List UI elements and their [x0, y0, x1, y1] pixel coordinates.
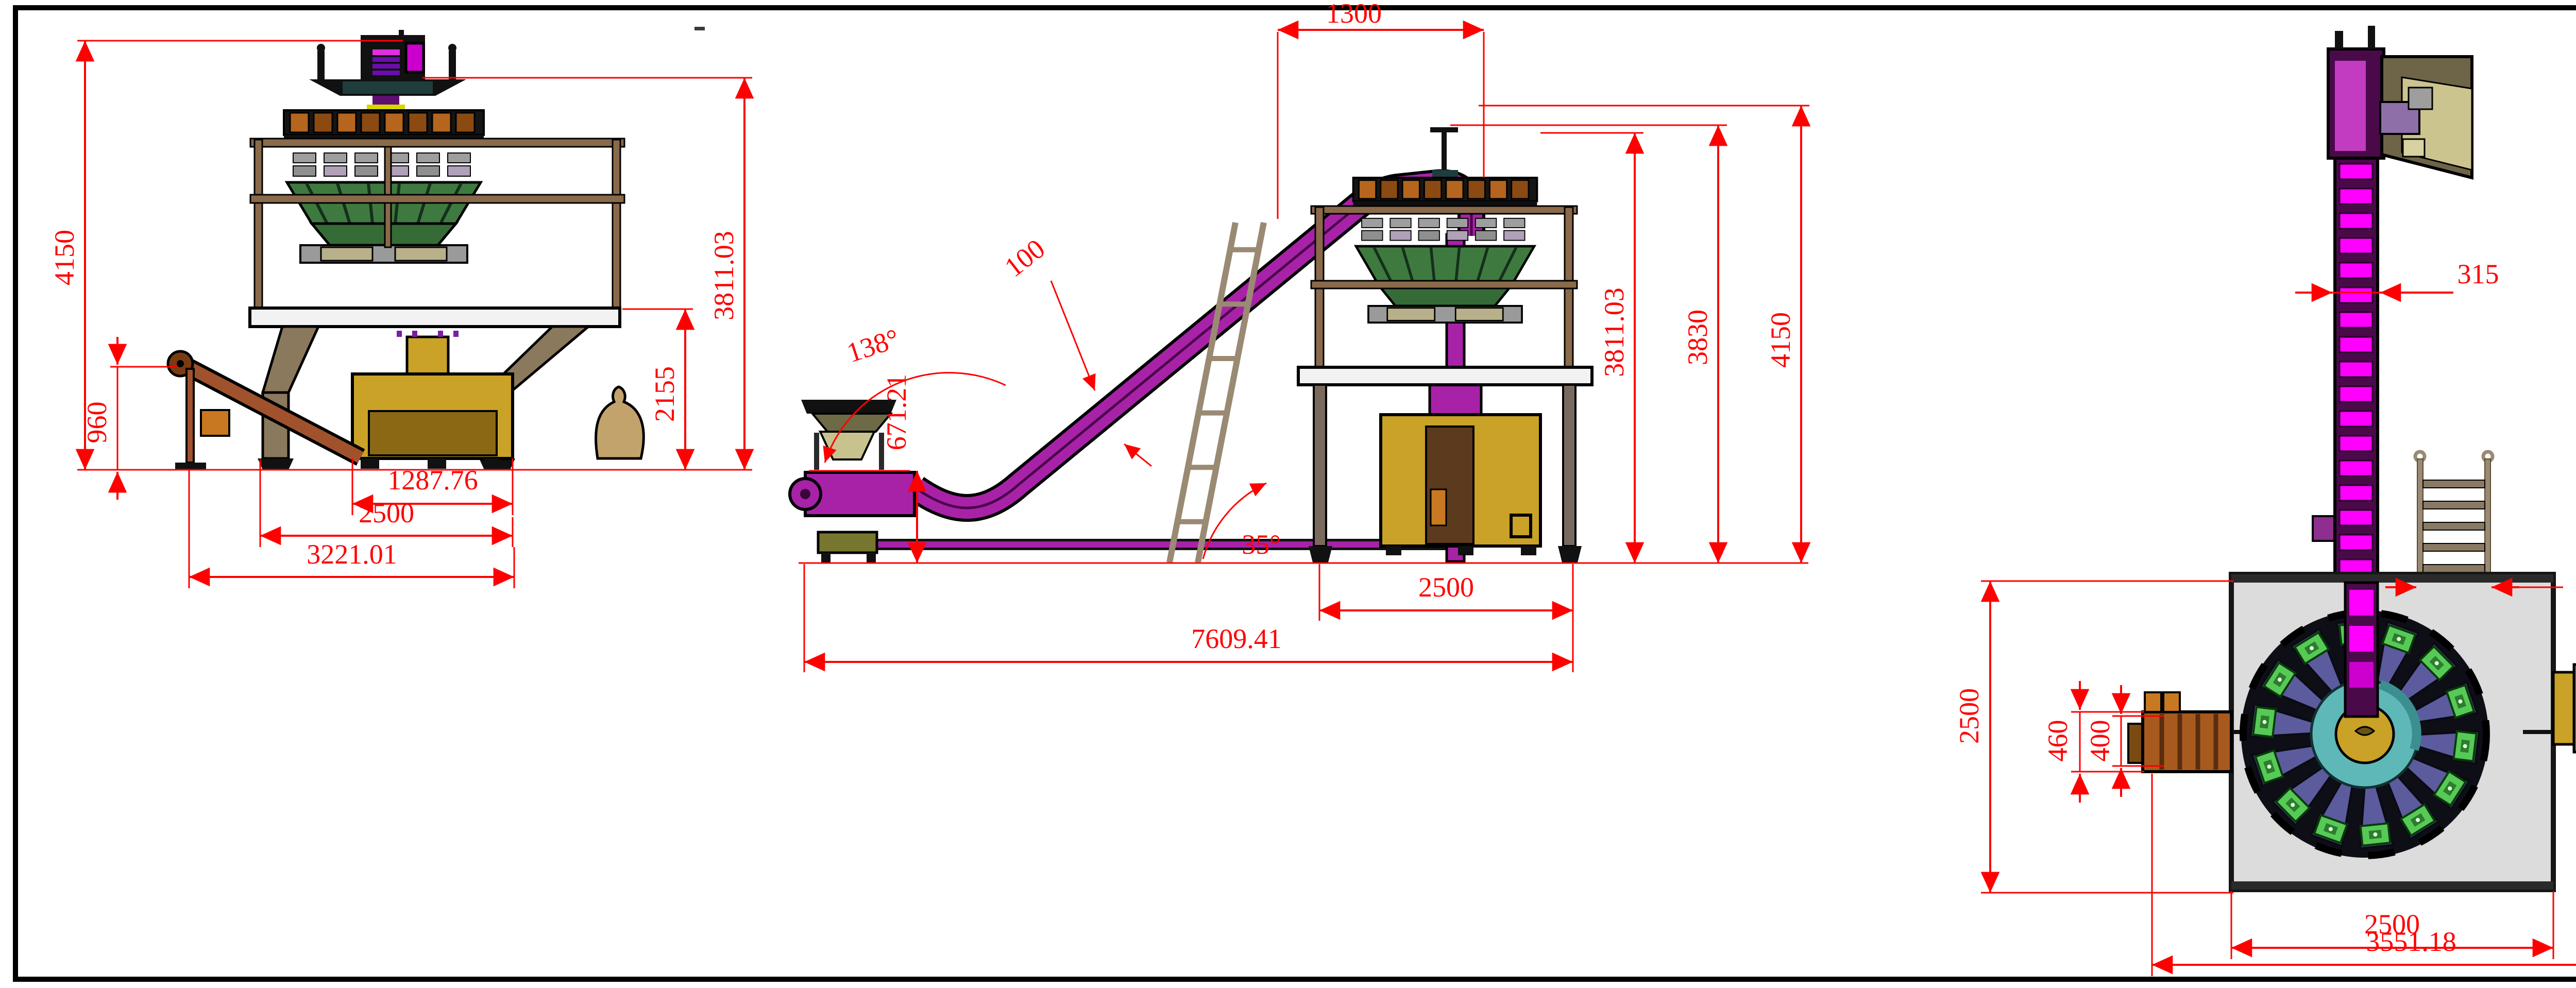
bag [595, 385, 645, 460]
stray-mark [694, 27, 705, 30]
plan-dimensions: 315 630 2500 460 400 2500 3551.18 [1954, 259, 2576, 976]
drawing-frame [13, 5, 2576, 982]
access-ladder-side [1166, 222, 1267, 564]
front-machine [166, 30, 645, 470]
frame-top-rail [249, 138, 625, 148]
dim-total-height-side: 4150 [1765, 312, 1796, 368]
dim-infeed-drop: 671.21 [881, 374, 912, 451]
dim-elevator-width: 315 [2458, 259, 2499, 289]
plan-view: 315 630 2500 460 400 2500 3551.18 [1954, 26, 2576, 976]
bagger-cabinet-front [351, 331, 514, 469]
dim-frame-width-side: 2500 [1418, 572, 1474, 603]
dim-conveyor-outer: 460 [2042, 720, 2073, 762]
dim-total-height-front: 4150 [49, 230, 80, 285]
multihead-weigher-side [1353, 178, 1537, 322]
dim-frame-width-front: 2500 [359, 498, 414, 529]
dim-conveyor-inner: 400 [2084, 720, 2115, 762]
wall-ladder [2413, 450, 2495, 576]
dim-infeed-height: 960 [81, 402, 112, 444]
dim-total-length: 7609.41 [1191, 623, 1282, 654]
motor-box [404, 42, 425, 74]
dim-bagger-width: 1287.76 [387, 465, 478, 496]
multihead-weigher-front [284, 110, 484, 263]
dim-total-width-front: 3221.01 [307, 539, 397, 570]
side-view: 1300 100 138° 671.21 35° 3811.03 3830 41… [788, 0, 1811, 672]
rotary-weigher-top [2240, 609, 2490, 859]
dim-hopper-angle: 138° [843, 322, 903, 368]
dim-machine-height-front: 3811.03 [708, 231, 739, 320]
plan-discharge-right [2552, 663, 2576, 754]
infeed-conveyor-front [166, 350, 365, 470]
platform-side [1297, 366, 1594, 386]
front-view: 4150 960 3811.03 2155 1287.76 2500 3221.… [49, 30, 754, 588]
dim-total-width-plan: 3551.18 [2366, 926, 2456, 957]
dim-machine-height-side: 3811.03 [1599, 287, 1630, 377]
plan-infeed-conveyor [2127, 691, 2233, 773]
dim-discharge-offset: 1300 [1326, 0, 1382, 29]
side-machine [788, 127, 1594, 564]
dim-platform-width: 2500 [2364, 909, 2420, 940]
front-dimensions: 4150 960 3811.03 2155 1287.76 2500 3221.… [49, 40, 754, 588]
side-dimensions: 1300 100 138° 671.21 35° 3811.03 3830 41… [799, 0, 1811, 672]
dim-incline-angle: 35° [1242, 529, 1281, 560]
bagger-cabinet-side [1379, 413, 1542, 555]
feed-tube-top [2344, 581, 2379, 718]
dim-platform-height: 2155 [649, 366, 680, 422]
platform-front [248, 306, 621, 328]
dim-discharge-height: 3830 [1682, 310, 1713, 365]
dim-platform-depth: 2500 [1954, 688, 1985, 744]
dim-belt-width: 100 [999, 233, 1051, 283]
